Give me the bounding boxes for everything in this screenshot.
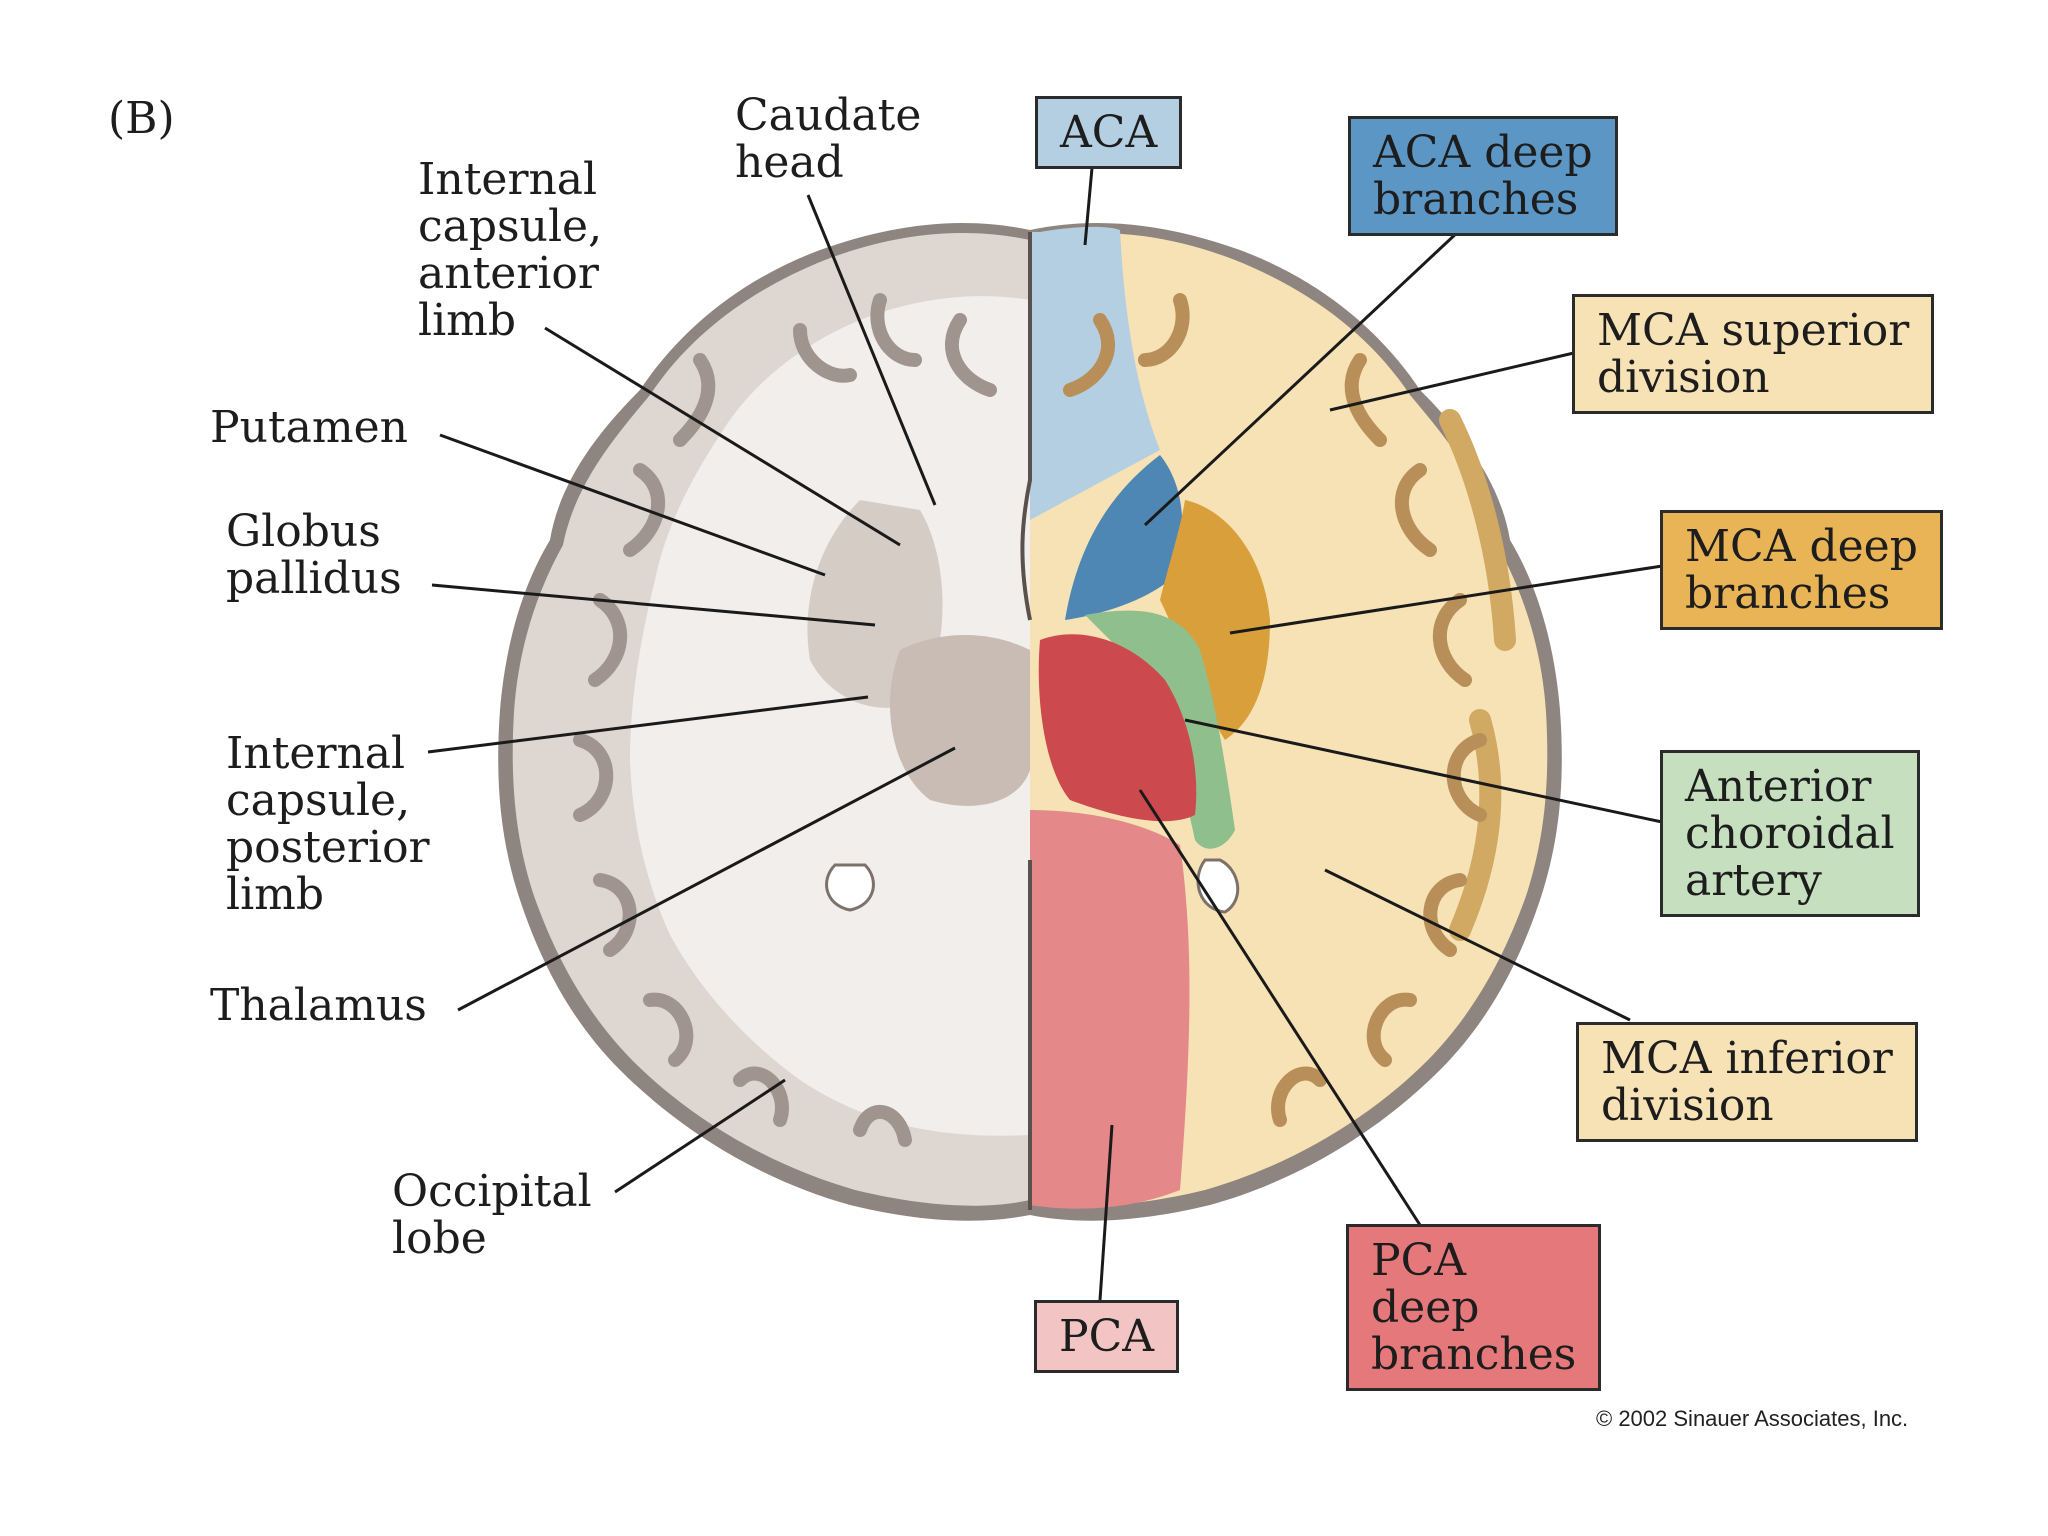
left-sulci	[573, 293, 997, 1147]
pca-territory	[1030, 810, 1190, 1209]
mca-deep-territory	[1160, 500, 1270, 740]
box-mca-deep-branches: MCA deep branches	[1660, 510, 1943, 630]
mca-territory-shading	[1439, 409, 1516, 941]
box-pca-deep-branches: PCA deep branches	[1346, 1224, 1602, 1391]
box-anterior-choroidal-artery: Anterior choroidal artery	[1660, 750, 1920, 917]
label-thalamus: Thalamus	[210, 980, 427, 1031]
aca-deep-territory	[1065, 455, 1183, 620]
box-aca: ACA	[1035, 96, 1183, 169]
copyright-notice: © 2002 Sinauer Associates, Inc.	[1596, 1406, 1909, 1431]
box-pca: PCA	[1034, 1300, 1180, 1373]
left-ventricle	[825, 863, 875, 912]
label-internal-capsule-anterior: Internal capsule, anterior limb	[418, 154, 603, 346]
label-globus-pallidus: Globus pallidus	[226, 506, 402, 604]
pca-deep-territory	[1038, 634, 1197, 822]
anterior-choroidal-territory	[1085, 610, 1235, 849]
box-aca-deep-branches: ACA deep branches	[1348, 116, 1618, 236]
leader-lines	[427, 167, 1663, 1301]
panel-label: (B)	[108, 93, 175, 144]
midline-fissure	[1020, 232, 1032, 1210]
label-putamen: Putamen	[210, 402, 408, 453]
label-caudate-head: Caudate head	[735, 90, 922, 188]
box-mca-superior-division: MCA superior division	[1572, 294, 1935, 414]
left-white-matter	[630, 296, 1030, 1136]
label-occipital-lobe: Occipital lobe	[392, 1166, 592, 1264]
label-internal-capsule-posterior: Internal capsule, posterior limb	[226, 728, 430, 920]
box-mca-inferior-division: MCA inferior division	[1576, 1022, 1918, 1142]
